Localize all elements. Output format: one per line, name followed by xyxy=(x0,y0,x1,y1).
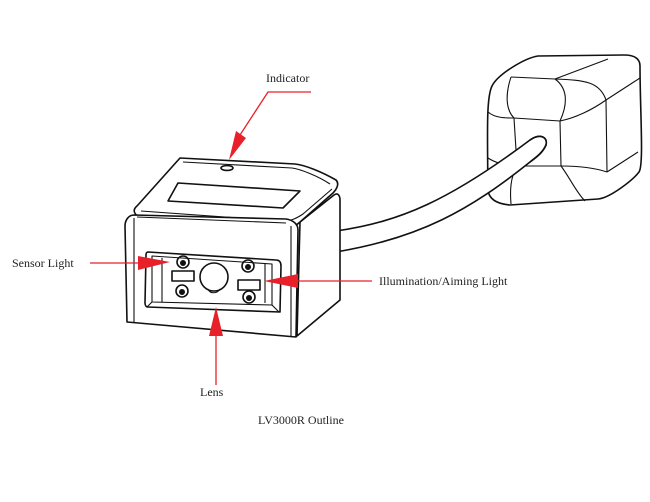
illumination-led-group xyxy=(237,259,261,304)
callout-indicator: Indicator xyxy=(229,71,311,160)
illumination-label: Illumination/Aiming Light xyxy=(379,274,508,288)
sensor-light-arrowhead xyxy=(138,256,170,270)
indicator-arrowhead xyxy=(229,131,246,160)
lens-label: Lens xyxy=(200,385,224,399)
callout-illumination: Illumination/Aiming Light xyxy=(264,274,508,288)
scanner-body xyxy=(124,157,341,338)
lens-arrowhead xyxy=(209,307,223,336)
sensor-light-led-group xyxy=(171,255,195,298)
cable xyxy=(335,135,548,253)
lens-element xyxy=(199,262,229,294)
callout-sensor-light: Sensor Light xyxy=(12,256,170,270)
figure-caption: LV3000R Outline xyxy=(258,413,344,427)
connector-block xyxy=(486,54,643,206)
illumination-arrowhead xyxy=(264,274,298,288)
sensor-light-label: Sensor Light xyxy=(12,256,74,270)
callout-lens: Lens xyxy=(200,307,224,399)
indicator-label: Indicator xyxy=(266,71,309,85)
